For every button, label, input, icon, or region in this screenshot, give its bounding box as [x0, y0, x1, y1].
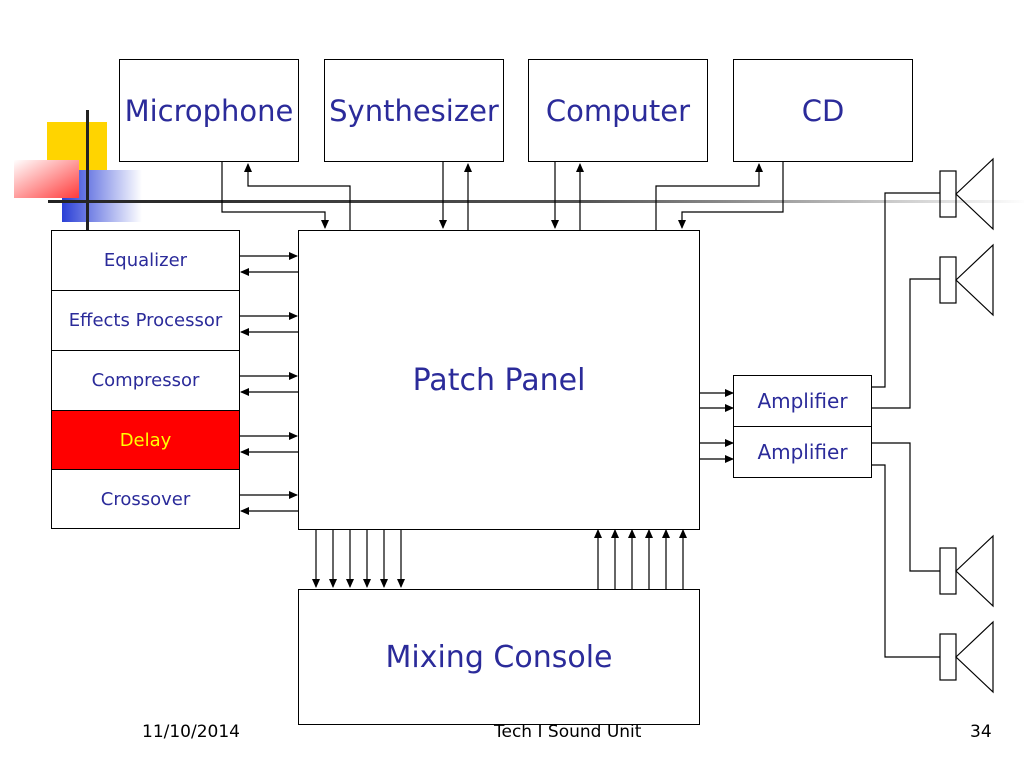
footer-title: Tech I Sound Unit [494, 722, 642, 742]
microphone-box: Microphone [119, 59, 299, 162]
microphone-output-line [221, 162, 329, 229]
crossover-box: Crossover [51, 469, 240, 529]
amplifier-2-box: Amplifier [733, 426, 872, 478]
compressor-box: Compressor [51, 350, 240, 411]
speaker-4-icon [939, 620, 994, 694]
equalizer-box: Equalizer [51, 230, 240, 291]
amplifier-1-box: Amplifier [733, 375, 872, 427]
speaker-1-icon [939, 157, 994, 231]
speaker-3-icon [939, 534, 994, 608]
cd-output-line [678, 162, 784, 229]
patch-panel-box: Patch Panel [298, 230, 700, 530]
footer-date: 11/10/2014 [142, 722, 240, 742]
speaker-2-icon [939, 243, 994, 317]
effects-processor-box: Effects Processor [51, 290, 240, 351]
amp2-wire-bottom [872, 464, 940, 658]
delay-box: Delay [51, 410, 240, 470]
microphone-input-line [244, 163, 351, 230]
page-number: 34 [970, 722, 992, 742]
amp1-wire-top [872, 192, 940, 388]
amp2-wire-third [872, 442, 940, 572]
amp1-wire-second [872, 278, 940, 409]
cd-input-line [655, 163, 763, 230]
computer-box: Computer [528, 59, 708, 162]
synthesizer-box: Synthesizer [324, 59, 504, 162]
mixing-console-box: Mixing Console [298, 589, 700, 725]
cd-box: CD [733, 59, 913, 162]
